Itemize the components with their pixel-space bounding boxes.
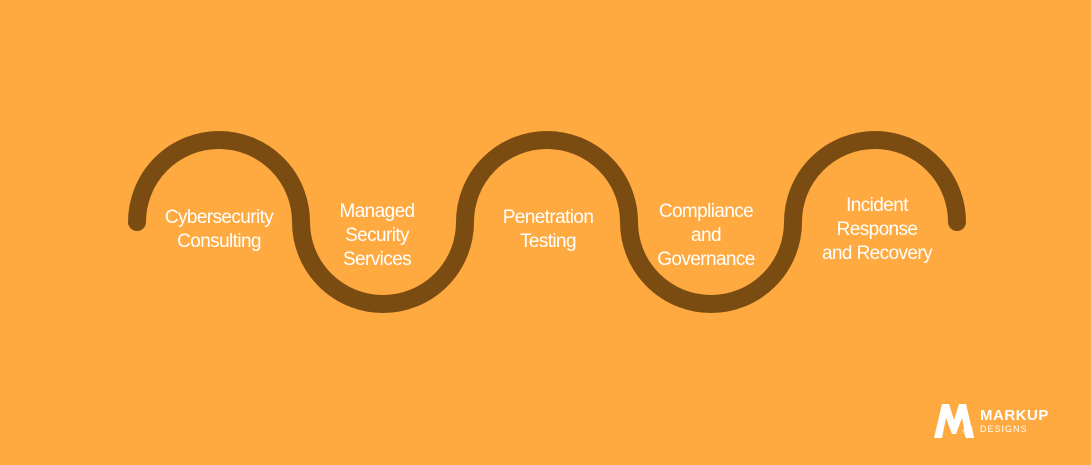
logo-name: MARKUP [980, 407, 1049, 424]
step-label-penetration-testing: Penetration Testing [502, 207, 594, 252]
logo-subtitle: DESIGNS [980, 424, 1028, 434]
step-label-cybersecurity-consulting: Cybersecurity Consulting [164, 207, 274, 252]
brand-logo: MARKUP DESIGNS [932, 400, 1072, 440]
wave-connector [128, 131, 966, 313]
markup-m-logo-icon [934, 404, 974, 438]
step-label-incident-response-and-recovery: Incident Response and Recovery [821, 195, 933, 264]
step-label-managed-security-services: Managed Security Services [339, 201, 415, 270]
step-label-compliance-and-governance: Compliance and Governance [657, 201, 755, 270]
